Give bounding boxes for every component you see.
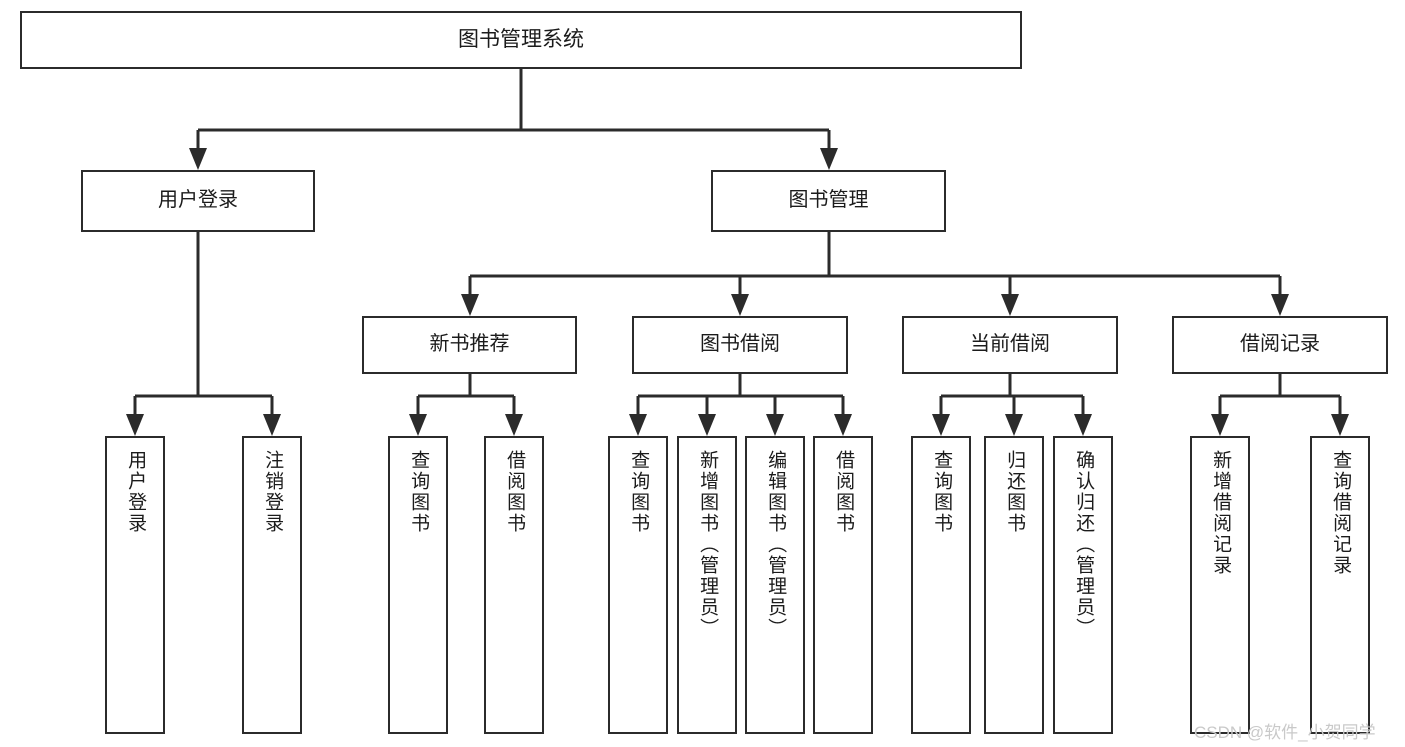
arrow-head-icon: [698, 414, 716, 436]
node-leaf-nb-borrow: 借阅图书: [484, 436, 544, 734]
arrow-head-icon: [834, 414, 852, 436]
arrow-head-icon: [461, 294, 479, 316]
node-label: 归还图书: [1004, 450, 1026, 534]
arrow-head-icon: [1271, 294, 1289, 316]
node-label: 注销登录: [262, 450, 284, 534]
node-leaf-rc-add: 新增借阅记录: [1190, 436, 1250, 734]
node-leaf-bo-borrow: 借阅图书: [813, 436, 873, 734]
arrow-head-icon: [505, 414, 523, 436]
arrow-head-icon: [1005, 414, 1023, 436]
node-label: 图书借阅: [700, 333, 780, 356]
node-leaf-user-logout: 注销登录: [242, 436, 302, 734]
node-label: 查询图书: [408, 450, 430, 534]
arrow-head-icon: [1211, 414, 1229, 436]
node-label: 查询图书: [931, 450, 953, 534]
node-leaf-cu-return: 归还图书: [984, 436, 1044, 734]
arrow-head-icon: [1074, 414, 1092, 436]
node-leaf-cu-confirm: 确认归还（管理员）: [1053, 436, 1113, 734]
node-bookmgmt: 图书管理: [711, 170, 946, 232]
node-login: 用户登录: [81, 170, 315, 232]
node-leaf-cu-query: 查询图书: [911, 436, 971, 734]
arrow-head-icon: [263, 414, 281, 436]
node-label: 用户登录: [158, 189, 238, 212]
node-label: 确认归还（管理员）: [1073, 450, 1095, 639]
node-label: 新书推荐: [429, 333, 510, 356]
arrow-head-icon: [1331, 414, 1349, 436]
node-leaf-bo-query: 查询图书: [608, 436, 668, 734]
arrow-head-icon: [932, 414, 950, 436]
arrow-head-icon: [820, 148, 838, 170]
node-label: 新增借阅记录: [1210, 450, 1232, 576]
node-label: 查询借阅记录: [1330, 450, 1352, 576]
node-label: 借阅图书: [833, 450, 855, 534]
node-leaf-user-login: 用户登录: [105, 436, 165, 734]
node-current: 当前借阅: [902, 316, 1118, 374]
arrow-head-icon: [629, 414, 647, 436]
node-label: 用户登录: [125, 450, 147, 534]
node-root: 图书管理系统: [20, 11, 1022, 69]
node-borrow: 图书借阅: [632, 316, 848, 374]
arrow-head-icon: [766, 414, 784, 436]
node-records: 借阅记录: [1172, 316, 1388, 374]
node-label: 图书管理: [788, 189, 869, 212]
node-label: 查询图书: [628, 450, 650, 534]
node-label: 新增图书（管理员）: [697, 450, 719, 639]
node-leaf-bo-edit: 编辑图书（管理员）: [745, 436, 805, 734]
node-label: 借阅记录: [1240, 333, 1320, 356]
node-label: 当前借阅: [970, 333, 1050, 356]
arrow-head-icon: [189, 148, 207, 170]
node-label: 借阅图书: [504, 450, 526, 534]
node-leaf-nb-query: 查询图书: [388, 436, 448, 734]
arrow-head-icon: [1001, 294, 1019, 316]
arrow-head-icon: [126, 414, 144, 436]
arrow-head-icon: [731, 294, 749, 316]
node-newbook: 新书推荐: [362, 316, 577, 374]
node-label: 图书管理系统: [458, 27, 584, 51]
node-leaf-rc-query: 查询借阅记录: [1310, 436, 1370, 734]
arrow-head-icon: [409, 414, 427, 436]
node-label: 编辑图书（管理员）: [765, 450, 787, 639]
node-leaf-bo-add: 新增图书（管理员）: [677, 436, 737, 734]
